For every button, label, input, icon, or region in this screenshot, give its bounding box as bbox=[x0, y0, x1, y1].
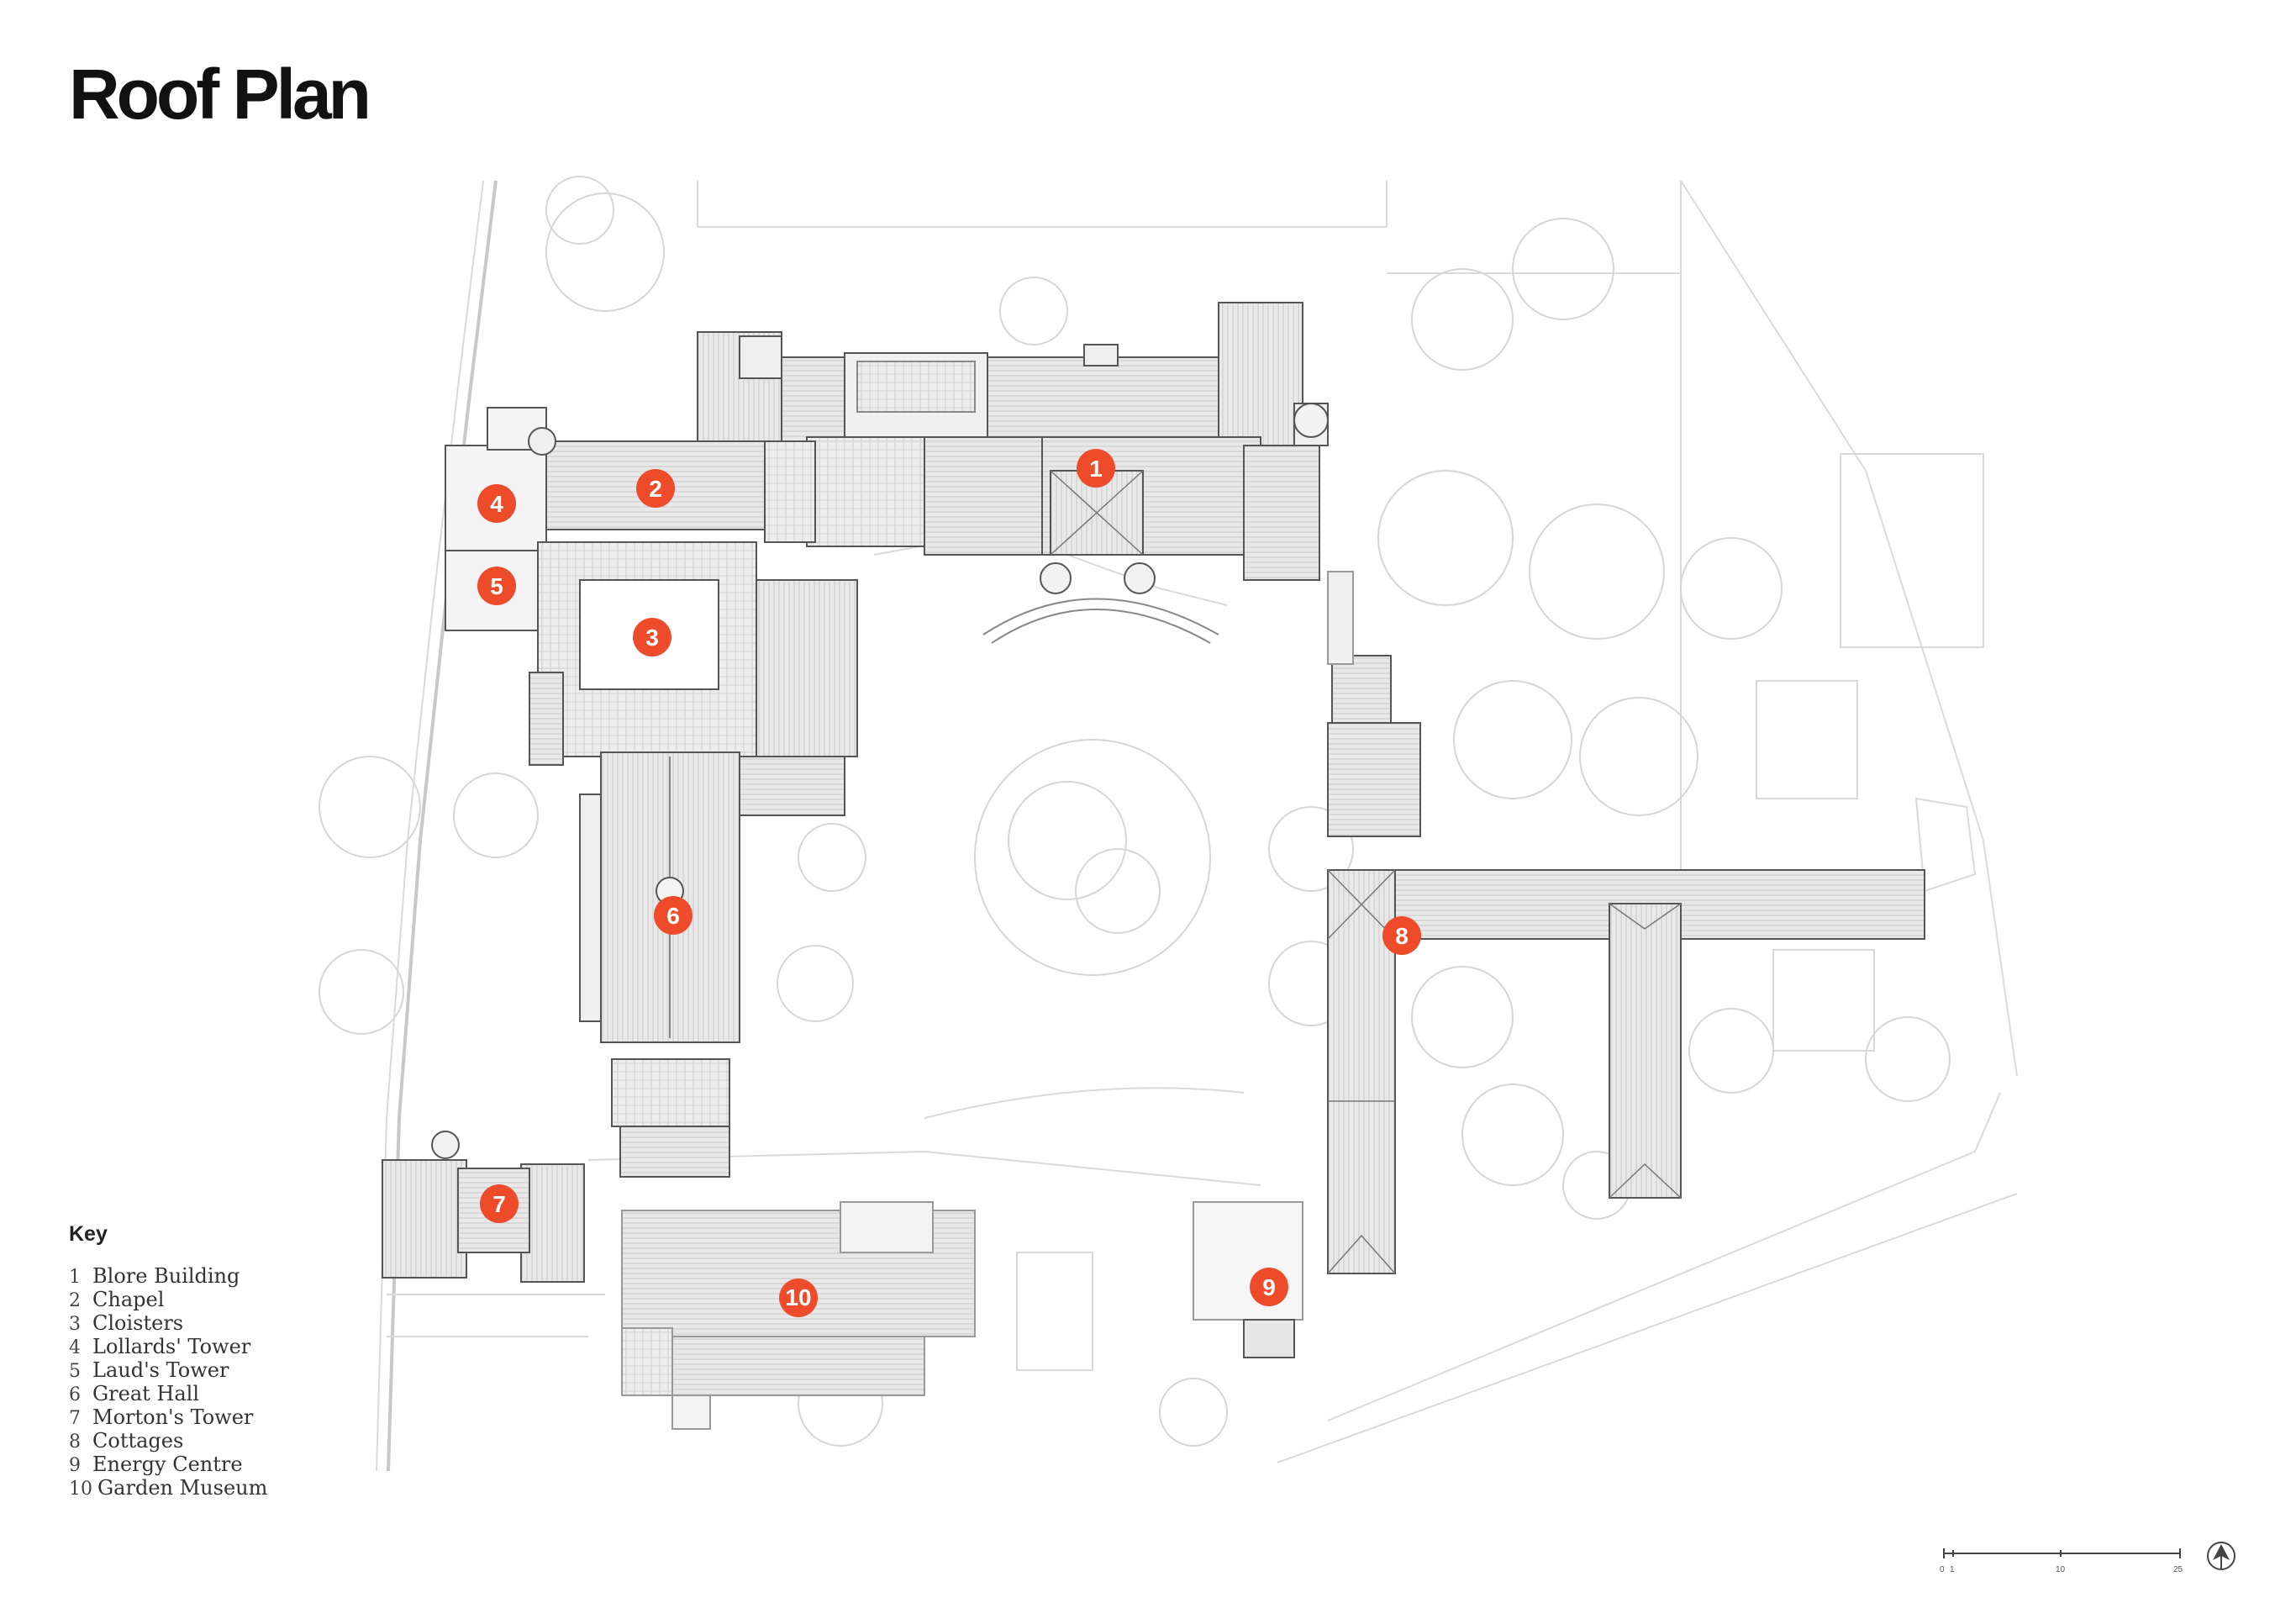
building-markers: 1 2 3 4 5 6 7 8 9 10 bbox=[477, 449, 1421, 1317]
svg-text:9: 9 bbox=[1262, 1274, 1276, 1300]
svg-text:2: 2 bbox=[649, 476, 662, 502]
scale-bar bbox=[1943, 1548, 2181, 1558]
marker-6[interactable]: 6 bbox=[654, 896, 692, 935]
marker-8[interactable]: 8 bbox=[1382, 916, 1421, 955]
marker-3[interactable]: 3 bbox=[633, 618, 671, 656]
svg-text:4: 4 bbox=[490, 491, 503, 517]
marker-7[interactable]: 7 bbox=[480, 1184, 519, 1223]
scale-tick-1: 1 bbox=[1950, 1565, 1955, 1574]
marker-10[interactable]: 10 bbox=[779, 1279, 818, 1317]
trees bbox=[319, 176, 1951, 1447]
svg-text:1: 1 bbox=[1089, 456, 1103, 482]
scale-tick-0: 0 bbox=[1940, 1565, 1945, 1574]
scale-tick-25: 25 bbox=[2173, 1565, 2183, 1574]
marker-2[interactable]: 2 bbox=[636, 469, 675, 508]
scale-tick-10: 10 bbox=[2056, 1565, 2066, 1574]
svg-text:6: 6 bbox=[666, 903, 680, 929]
buildings bbox=[382, 302, 1925, 1430]
page-title: Roof Plan bbox=[69, 55, 371, 134]
marker-5[interactable]: 5 bbox=[477, 567, 516, 605]
key-heading: Key bbox=[69, 1222, 108, 1246]
svg-text:10: 10 bbox=[785, 1284, 811, 1310]
svg-text:7: 7 bbox=[492, 1191, 506, 1217]
marker-9[interactable]: 9 bbox=[1250, 1268, 1288, 1306]
site-context bbox=[376, 180, 2018, 1472]
svg-text:3: 3 bbox=[645, 625, 659, 651]
svg-text:8: 8 bbox=[1395, 923, 1409, 949]
svg-text:5: 5 bbox=[490, 573, 503, 599]
north-arrow-icon bbox=[2207, 1542, 2235, 1570]
marker-1[interactable]: 1 bbox=[1077, 449, 1115, 488]
marker-4[interactable]: 4 bbox=[477, 484, 516, 523]
